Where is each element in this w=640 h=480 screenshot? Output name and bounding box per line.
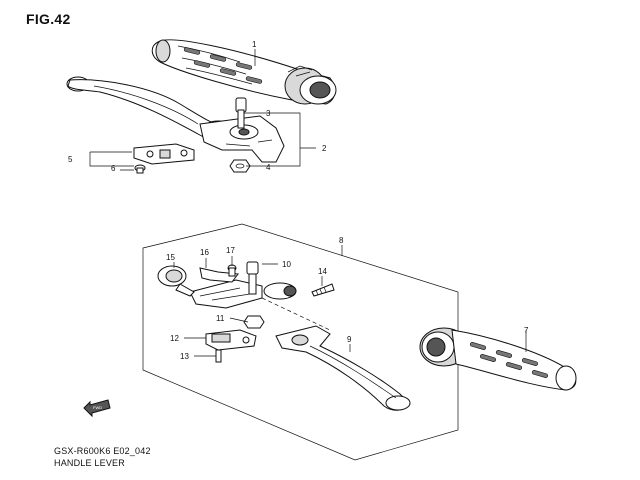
mounting-bracket [199,267,239,283]
callout-11: 11 [216,314,225,323]
lever-nut [243,315,265,329]
adjuster-screw [311,283,335,297]
callout-15: 15 [166,253,175,262]
cap-bolt [227,264,237,277]
reservoir-cap [157,265,195,297]
brake-switch-screw [215,349,222,363]
diagram-name: HANDLE LEVER [54,458,125,468]
callout-7: 7 [524,326,529,335]
pivot-nut [229,159,251,173]
front-arrow-label: FWD [93,405,102,410]
assembly-frame [142,223,459,461]
brake-master-cylinder [189,279,331,331]
callout-5: 5 [68,155,73,164]
callout-labels: 1 2 3 4 5 6 7 8 9 10 11 12 13 14 15 16 1… [68,40,529,361]
callout-17: 17 [226,246,235,255]
callout-2: 2 [322,144,327,153]
callout-10: 10 [282,260,291,269]
handle-grip-right [419,327,577,391]
diagram-code: GSX-R600K6 E02_042 [54,446,151,456]
callout-9: 9 [347,335,352,344]
callout-16: 16 [200,248,209,257]
brake-switch [205,329,257,351]
clutch-switch [133,143,195,165]
callout-8: 8 [339,236,344,245]
pivot-bolt [235,97,247,129]
brake-lever [275,325,411,411]
lever-pivot-bolt [246,261,259,295]
callout-3: 3 [266,109,271,118]
callout-6: 6 [111,164,116,173]
callout-4: 4 [266,163,271,172]
callout-1: 1 [252,40,257,49]
callout-12: 12 [170,334,179,343]
front-arrow: FWD [83,399,111,418]
callout-13: 13 [180,352,189,361]
switch-screw [134,164,146,174]
handle-grip-left [151,39,337,105]
figure-title: FIG.42 [26,11,71,27]
lever-holder [199,115,285,163]
callout-14: 14 [318,267,327,276]
